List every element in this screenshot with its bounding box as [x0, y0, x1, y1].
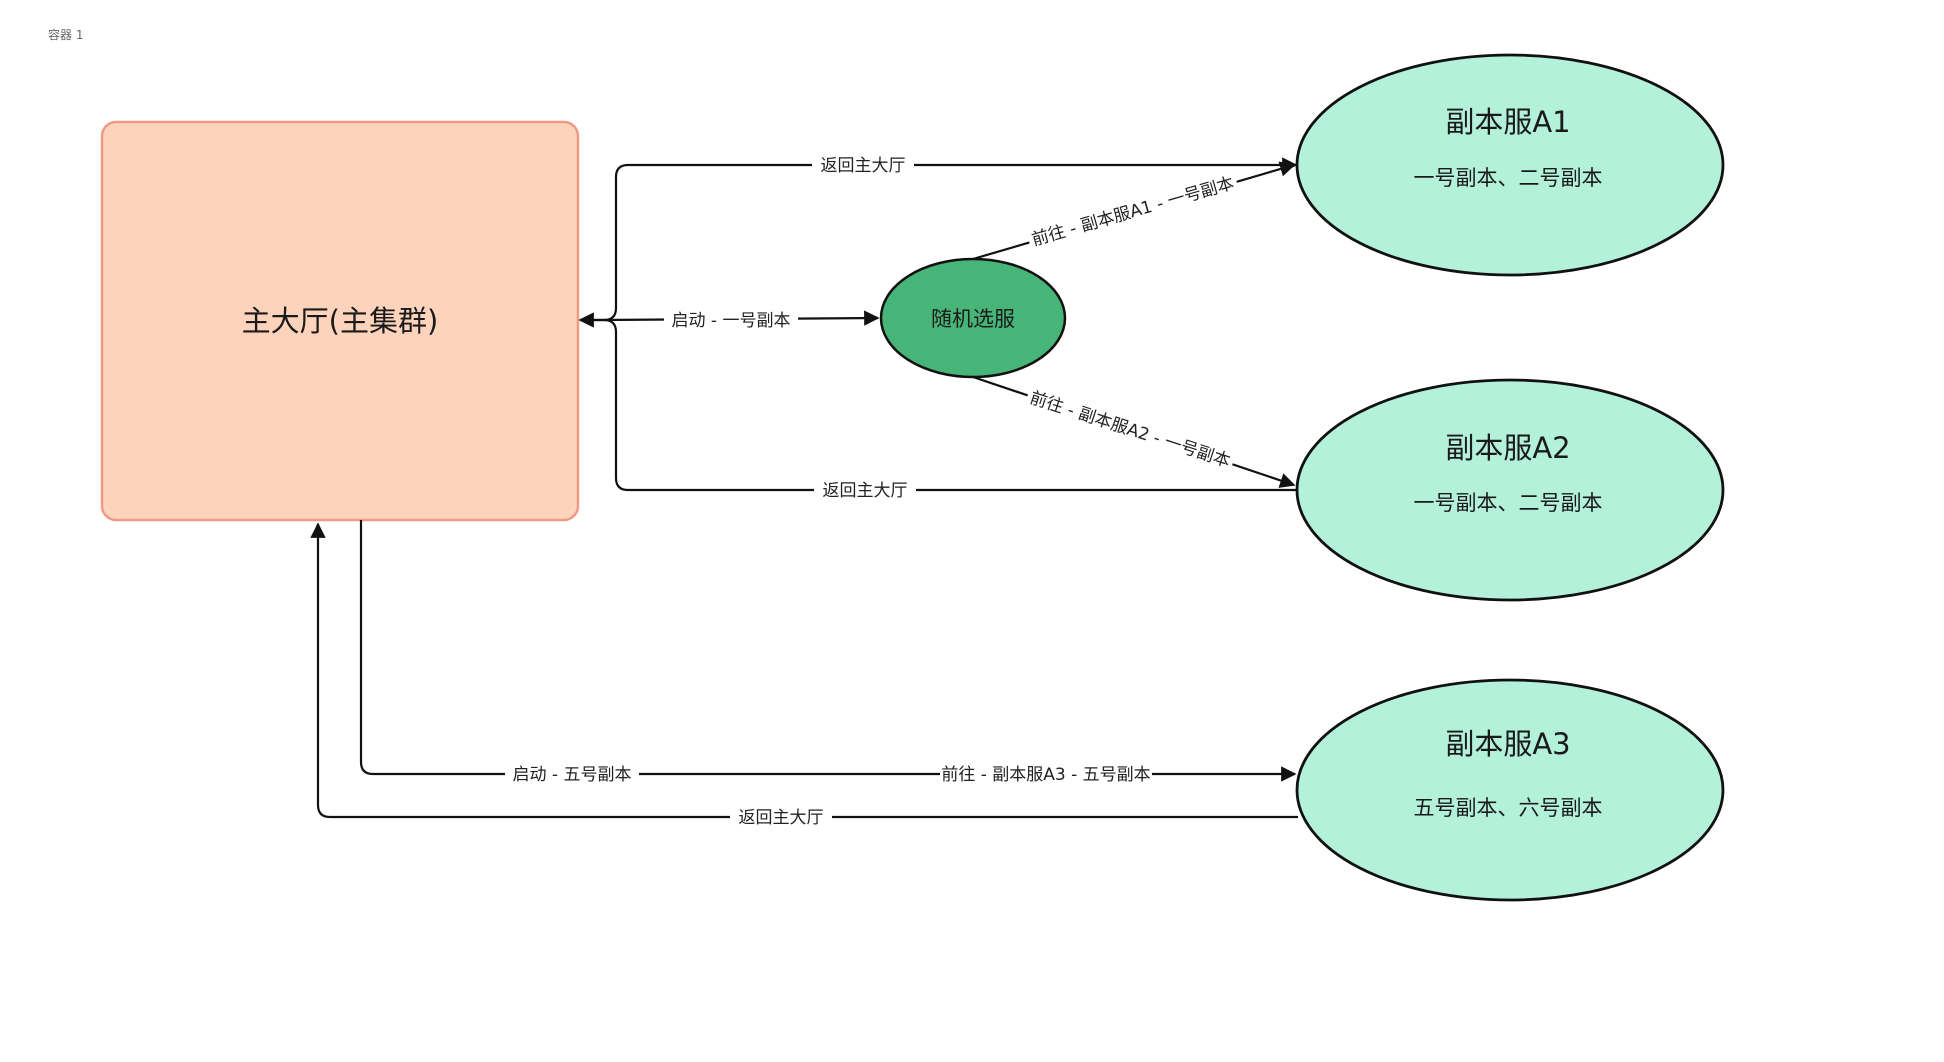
server-a1-subtitle: 一号副本、二号副本: [1414, 166, 1603, 190]
server-a1-ellipse[interactable]: [1295, 53, 1725, 277]
edge-label-return-a3: 返回主大厅: [739, 808, 824, 828]
edge-label-to-a2: 前往 - 副本服A2 - 一号副本: [1027, 388, 1232, 472]
server-a3-ellipse[interactable]: [1295, 678, 1725, 902]
server-a2-node[interactable]: 副本服A2 一号副本、二号副本: [1295, 378, 1725, 602]
random-select-label: 随机选服: [931, 307, 1015, 331]
edge-label-start-one: 启动 - 一号副本: [672, 311, 791, 331]
server-a2-subtitle: 一号副本、二号副本: [1414, 491, 1603, 515]
edge-return-a3[interactable]: [310, 522, 1298, 819]
edge-label-start-one-group: 启动 - 一号副本: [664, 308, 798, 332]
server-a3-subtitle: 五号副本、六号副本: [1414, 796, 1603, 820]
lobby-node[interactable]: 主大厅(主集群): [100, 120, 580, 522]
server-a2-ellipse[interactable]: [1295, 378, 1725, 602]
server-a3-title: 副本服A3: [1445, 727, 1570, 761]
edge-label-to-a2-group: 前往 - 副本服A2 - 一号副本: [1023, 384, 1237, 474]
edge-start-five-to-a3[interactable]: [359, 520, 1297, 782]
edge-label-start-five: 启动 - 五号副本: [513, 765, 632, 785]
edge-label-to-a3: 前往 - 副本服A3 - 五号副本: [941, 765, 1150, 785]
container-label: 容器 1: [48, 27, 83, 42]
server-a3-node[interactable]: 副本服A3 五号副本、六号副本: [1295, 678, 1725, 902]
edge-label-return-a3-group: 返回主大厅: [730, 805, 832, 829]
edge-label-return-a2-group: 返回主大厅: [814, 478, 916, 502]
edge-label-return-a1-group: 返回主大厅: [812, 153, 914, 177]
server-a2-title: 副本服A2: [1445, 431, 1570, 465]
random-select-node[interactable]: 随机选服: [879, 257, 1067, 379]
server-a1-title: 副本服A1: [1445, 105, 1570, 139]
lobby-box[interactable]: [100, 120, 580, 522]
server-a1-node[interactable]: 副本服A1 一号副本、二号副本: [1295, 53, 1725, 277]
edge-label-start-five-group: 启动 - 五号副本: [505, 762, 639, 786]
edge-label-to-a1: 前往 - 副本服A1 - 一号副本: [1030, 174, 1237, 251]
edge-label-return-a2: 返回主大厅: [823, 481, 908, 501]
edge-label-return-a1: 返回主大厅: [821, 156, 906, 176]
edge-label-to-a3-group: 前往 - 副本服A3 - 五号副本: [940, 762, 1152, 786]
lobby-label: 主大厅(主集群): [242, 304, 439, 338]
edge-label-to-a1-group: 前往 - 副本服A1 - 一号副本: [1025, 169, 1240, 253]
